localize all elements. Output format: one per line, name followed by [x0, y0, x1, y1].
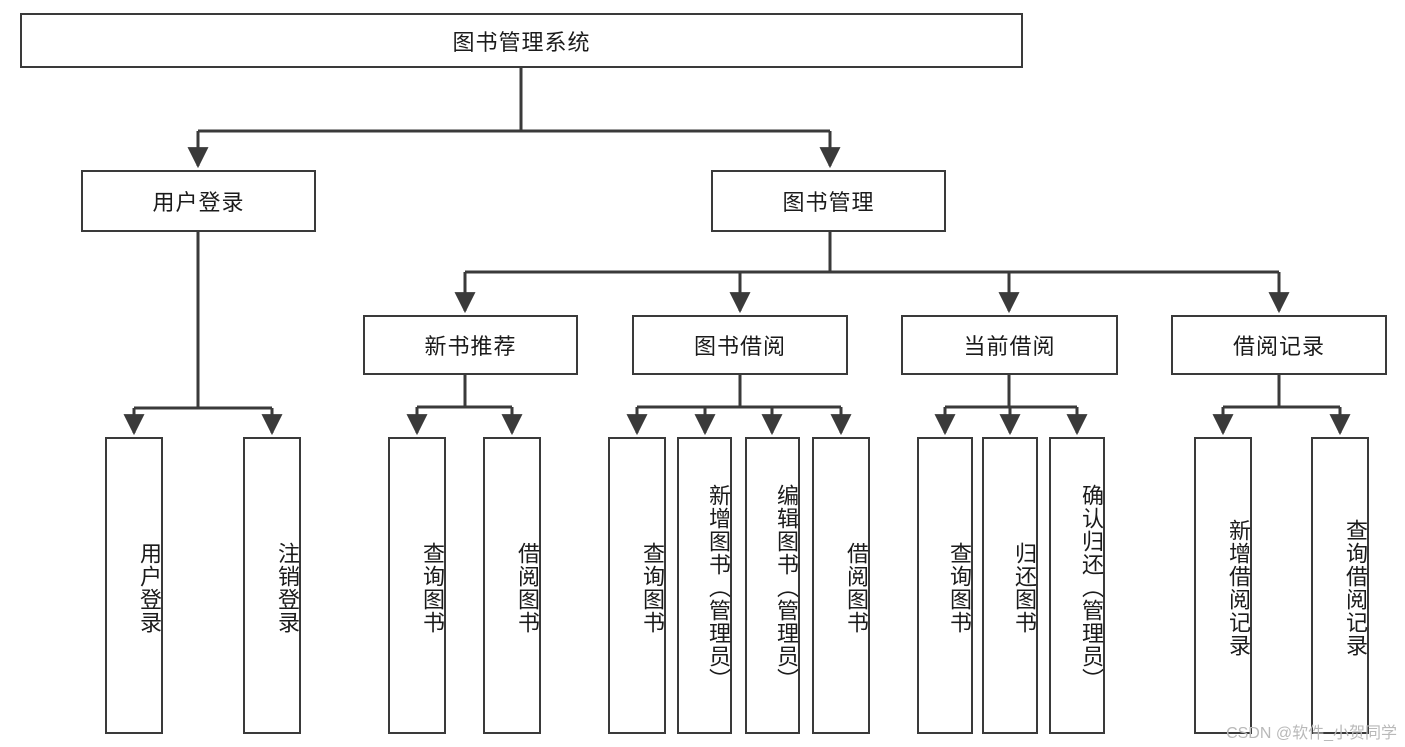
leaf-current-return-book[interactable]: 归还图书 [982, 437, 1038, 734]
node-root-system[interactable]: 图书管理系统 [20, 13, 1023, 68]
leaf-user-login-logout[interactable]: 注销登录 [243, 437, 301, 734]
node-borrow-record[interactable]: 借阅记录 [1171, 315, 1387, 375]
leaf-user-login-login[interactable]: 用户登录 [105, 437, 163, 734]
leaf-record-add-record[interactable]: 新增借阅记录 [1194, 437, 1252, 734]
node-book-borrow[interactable]: 图书借阅 [632, 315, 848, 375]
leaf-borrow-add-book-admin[interactable]: 新增图书（管理员） [677, 437, 732, 734]
node-user-login[interactable]: 用户登录 [81, 170, 316, 232]
leaf-newbook-borrow-book[interactable]: 借阅图书 [483, 437, 541, 734]
leaf-borrow-query-book[interactable]: 查询图书 [608, 437, 666, 734]
leaf-borrow-edit-book-admin[interactable]: 编辑图书（管理员） [745, 437, 800, 734]
node-new-book-recommend[interactable]: 新书推荐 [363, 315, 578, 375]
node-current-borrow[interactable]: 当前借阅 [901, 315, 1118, 375]
leaf-current-query-book[interactable]: 查询图书 [917, 437, 973, 734]
leaf-borrow-borrow-book[interactable]: 借阅图书 [812, 437, 870, 734]
node-book-management[interactable]: 图书管理 [711, 170, 946, 232]
leaf-newbook-query-book[interactable]: 查询图书 [388, 437, 446, 734]
leaf-current-confirm-return-admin[interactable]: 确认归还（管理员） [1049, 437, 1105, 734]
leaf-record-query-record[interactable]: 查询借阅记录 [1311, 437, 1369, 734]
